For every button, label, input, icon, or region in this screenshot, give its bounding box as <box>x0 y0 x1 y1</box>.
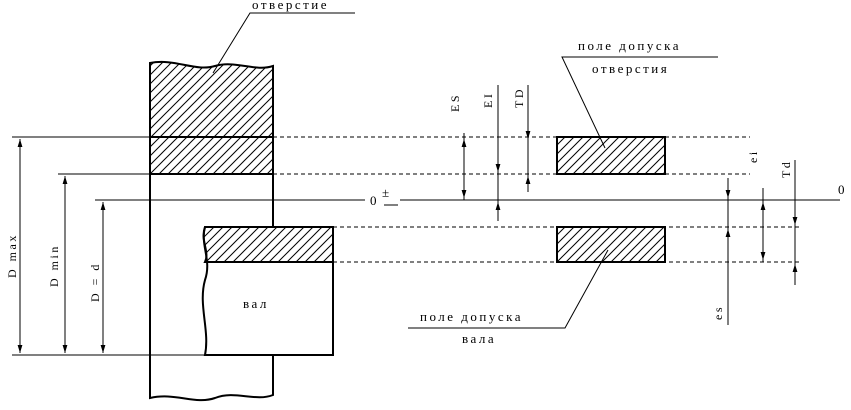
leader-lines <box>212 12 718 329</box>
extension-lines <box>12 136 365 356</box>
shaft-tolerance-field <box>556 226 666 263</box>
label-hole-tolerance-1: поле допуска <box>578 38 681 53</box>
label-hole-tolerance-2: отверстия <box>592 61 669 76</box>
hole-wall-section <box>149 60 274 138</box>
leader-shaft-tolerance <box>408 249 609 329</box>
label-EI: EI <box>481 92 495 108</box>
label-shaft: вал <box>243 296 269 311</box>
plus-minus-sign: ± <box>382 185 392 200</box>
hole-tolerance-field <box>556 136 666 175</box>
zero-label-left: 0 <box>370 193 379 208</box>
label-ES: ES <box>448 93 462 112</box>
leader-hole <box>212 12 355 74</box>
label-d: D = d <box>88 262 102 302</box>
label-hole: отверстие <box>252 0 329 12</box>
shaft-tolerance-band <box>202 226 334 263</box>
shaft-part <box>201 226 334 356</box>
deviation-lines <box>461 85 798 325</box>
label-dmax: D max <box>5 233 19 278</box>
label-Td: Td <box>779 160 793 178</box>
label-TD: TD <box>512 87 526 108</box>
label-ei: ei <box>746 149 760 163</box>
label-dmin: D min <box>47 244 61 287</box>
label-shaft-tolerance-2: вала <box>462 331 496 346</box>
zero-label-right: 0 <box>838 182 847 197</box>
leader-hole-tolerance <box>561 56 718 149</box>
zero-line <box>384 199 840 206</box>
label-es: es <box>711 305 725 320</box>
label-shaft-tolerance-1: поле допуска <box>420 309 523 324</box>
hole-tolerance-band <box>149 136 274 175</box>
